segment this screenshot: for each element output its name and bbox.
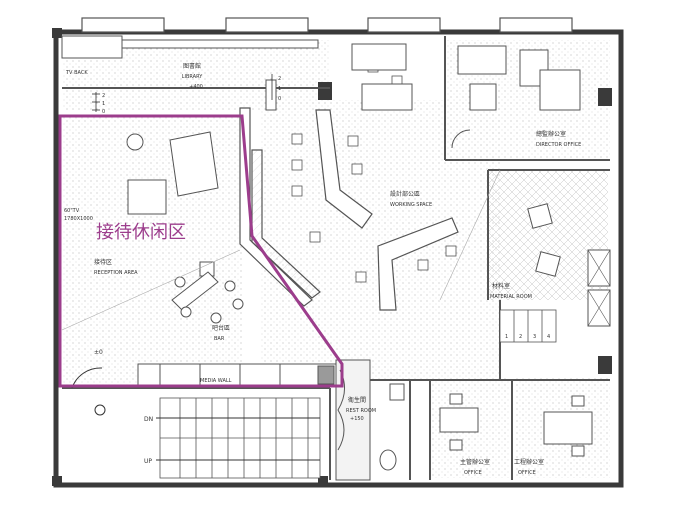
bar-counter (171, 271, 244, 324)
small-stair (499, 309, 557, 343)
bar-label-cn: 吧台區 (212, 324, 230, 332)
dim-a1: 1 (102, 101, 105, 107)
office2-label-cn: 工程辦公室 (514, 458, 544, 466)
library-shelf (61, 35, 319, 111)
reception-sofa (126, 131, 219, 277)
dim-b1: 1 (278, 86, 281, 92)
diag-lines (61, 169, 501, 331)
dim-ticks-a (92, 74, 273, 112)
bar-label-en: BAR (214, 336, 225, 342)
director-label-cn: 總監辦公室 (536, 130, 566, 138)
dim-a2: 2 (102, 93, 105, 99)
director-furniture (451, 45, 581, 149)
reception-label-en: RECEPTION AREA (94, 270, 138, 276)
storage-boxes (587, 249, 611, 327)
material-chairs (527, 203, 561, 277)
dim-b0: 0 (278, 96, 281, 102)
window-bays (81, 17, 573, 33)
rest-level: +150 (350, 416, 364, 422)
material-label-cn: 材料室 (492, 282, 510, 290)
office1-label-en: OFFICE (464, 470, 482, 476)
rest-label-en: REST ROOM (346, 408, 376, 414)
working-label-cn: 設計部公區 (390, 190, 420, 198)
step-4: 4 (547, 334, 550, 340)
stair-up-label: UP (144, 458, 152, 465)
library-level: +400 (189, 84, 203, 90)
dim-b2: 2 (278, 76, 281, 82)
reception-label-cn: 接待区 (94, 258, 112, 266)
media-wall-label: MEDIA WALL (200, 378, 232, 384)
step-3: 3 (533, 334, 536, 340)
working-chairs (291, 61, 457, 283)
reception-floor (62, 115, 242, 385)
working-label-en: WORKING SPACE (390, 202, 432, 208)
working-desks (315, 109, 459, 311)
material-label-en: MATERIAL ROOM (490, 294, 532, 300)
outer-walls (53, 29, 624, 488)
office2-label-en: OFFICE (518, 470, 536, 476)
office1-label-cn: 主管辦公室 (460, 458, 490, 466)
reception-highlight-outline (58, 114, 344, 388)
dim-a0: 0 (102, 109, 105, 115)
step-1: 1 (505, 334, 508, 340)
rest-label-cn: 衛生間 (348, 396, 366, 404)
stair-dn-label: DN (144, 416, 153, 423)
office-furniture (439, 393, 593, 457)
tv-size: 60"TV (64, 208, 80, 214)
tv-dim: 1780X1000 (64, 216, 93, 222)
angled-partition (239, 107, 321, 307)
main-staircase (159, 397, 321, 479)
stair-arrows (156, 417, 320, 461)
director-label-en: DIRECTOR OFFICE (536, 142, 581, 148)
library-label-en: LIBRARY (182, 74, 204, 80)
top-desks (351, 43, 413, 111)
library-label-cn: 图書館 (183, 62, 201, 70)
pillars (52, 28, 612, 486)
step-2: 2 (519, 334, 522, 340)
media-wall (137, 363, 339, 387)
level-zero: ±0 (94, 349, 103, 356)
tv-label: TV BACK (65, 70, 88, 76)
highlight-area-title: 接待休闲区 (96, 222, 186, 243)
